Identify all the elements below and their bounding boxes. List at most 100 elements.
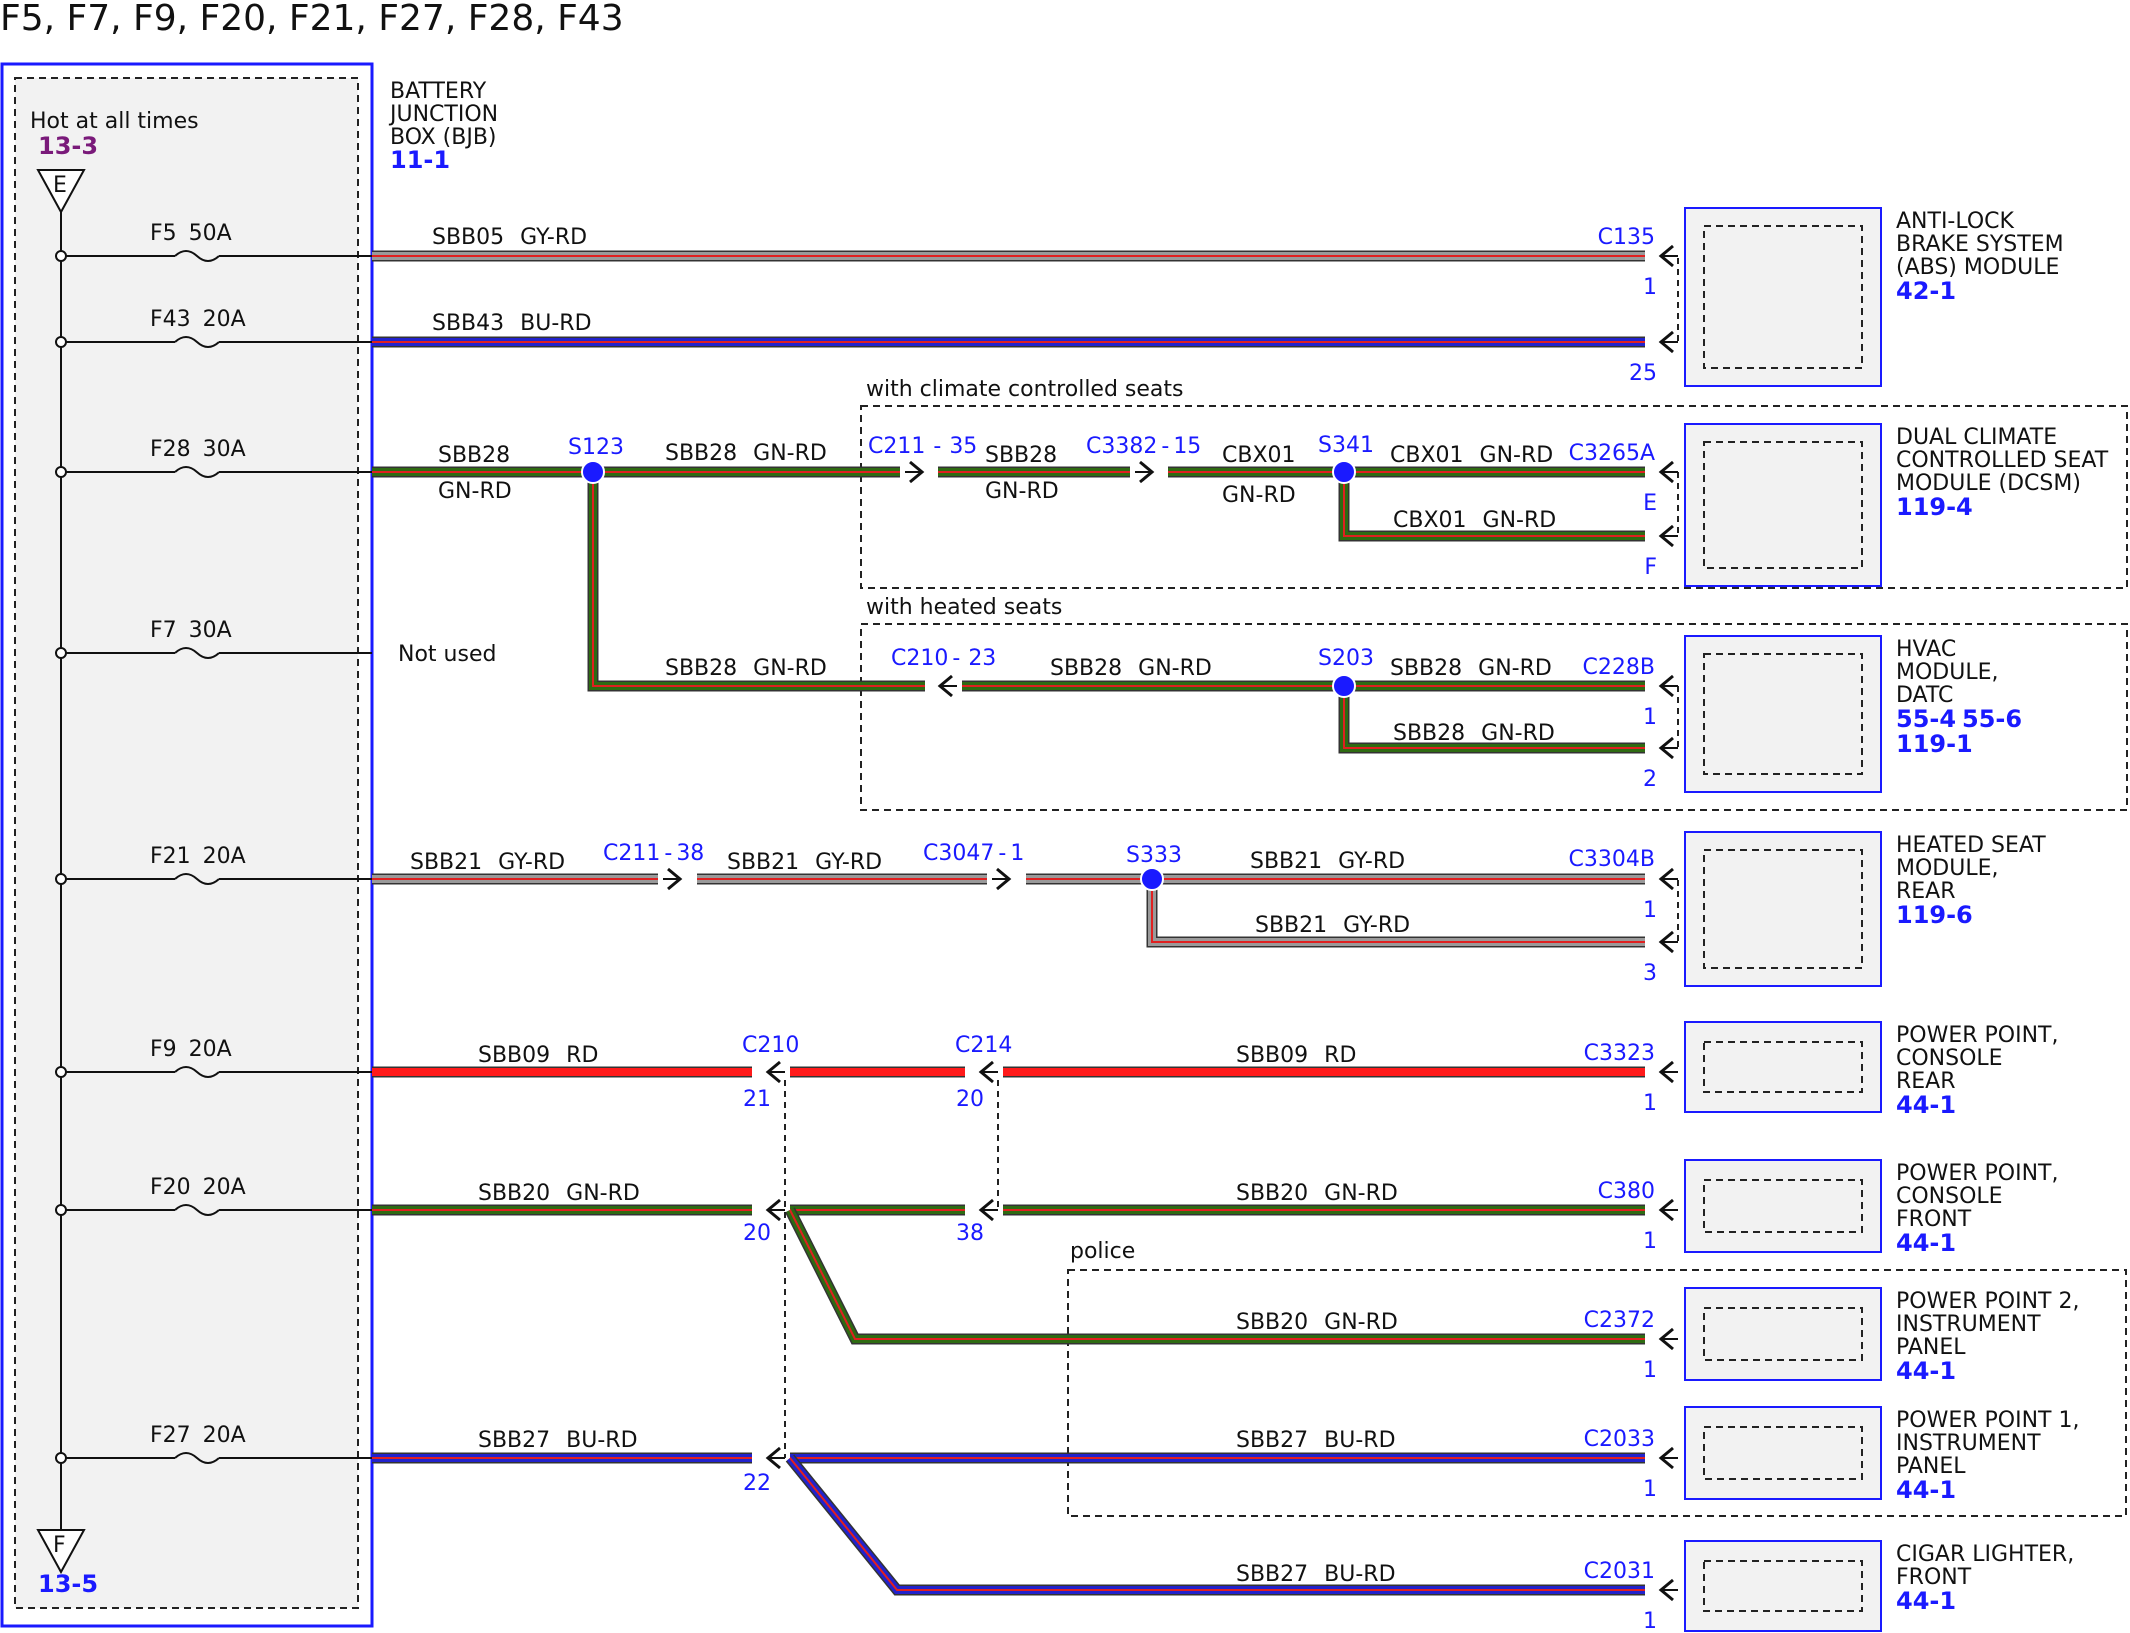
component-name-line: CONSOLE (1896, 1046, 2003, 1071)
option-label-police: police (1070, 1239, 1135, 1264)
component-connector: C3323 (1584, 1041, 1655, 1066)
component-name-line: DUAL CLIMATE (1896, 425, 2057, 450)
arrow-component-pin (1658, 524, 1680, 548)
arrow-c3047-1 (990, 867, 1012, 891)
arrow-component-pin (1658, 1060, 1680, 1084)
component-name-line: FRONT (1896, 1207, 1972, 1232)
bjb-name-line3: BOX (BJB) (390, 125, 497, 150)
splice-s333 (1140, 867, 1164, 891)
arrow-component-pin (1658, 1198, 1680, 1222)
arrow-c211-35 (903, 460, 925, 484)
component-connector: C2372 (1584, 1308, 1655, 1333)
component-pin: 1 (1643, 1609, 1657, 1633)
bottom-ref: 13-5 (38, 1570, 98, 1598)
component-name-line: INSTRUMENT (1896, 1312, 2041, 1337)
connector-link-lines (784, 258, 1679, 1458)
component-pin: E (1643, 491, 1657, 516)
component-name-line: DATC (1896, 683, 1953, 708)
conn-c210-23: C210-23 (891, 646, 996, 671)
arrow-c210-23 (937, 674, 959, 698)
wire-sbb28-e (1338, 686, 1645, 754)
arrow-c3382-15 (1133, 460, 1155, 484)
conn-c210: C210 (742, 1033, 799, 1058)
conn-c214-pin-38: 38 (956, 1221, 984, 1246)
wire-sbb27-c (785, 1454, 1645, 1596)
arrow-component-pin (1658, 736, 1680, 760)
splice-s341 (1332, 460, 1356, 484)
wire-cbx01-b (1338, 472, 1645, 542)
component-pin: 2 (1643, 767, 1657, 792)
svg-text:F: F (53, 1533, 66, 1558)
component-pin: 1 (1643, 1358, 1657, 1383)
component-pin: 1 (1643, 1229, 1657, 1254)
option-label-heated: with heated seats (866, 595, 1062, 620)
component-name-line: INSTRUMENT (1896, 1431, 2041, 1456)
component-connector: C3304B (1569, 847, 1655, 872)
component-name-line: MODULE, (1896, 856, 1999, 881)
component-name-line: HEATED SEAT (1896, 833, 2046, 858)
component-pin: 1 (1643, 275, 1657, 300)
component-name-line: REAR (1896, 879, 1956, 904)
component-pin: 1 (1643, 705, 1657, 730)
arrow-c214-20 (978, 1060, 1000, 1084)
arrow-component-pin (1658, 244, 1680, 268)
svg-text:E: E (53, 173, 67, 198)
wire-sbb28-label-a2: GN-RD (438, 479, 512, 504)
option-box-climate (860, 405, 2128, 589)
hot-at-all-times-label: Hot at all times (30, 109, 199, 134)
arrow-component-pin (1658, 930, 1680, 954)
option-box-police (1067, 1269, 2127, 1517)
conn-c211-38: C211-38 (603, 841, 704, 866)
arrow-component-pin (1658, 460, 1680, 484)
component-connector: C2033 (1584, 1427, 1655, 1452)
component-name-line: POWER POINT, (1896, 1161, 2058, 1186)
component-pin: 1 (1643, 1477, 1657, 1502)
inline-connector-labels: C211-35 C3382-15 C210-23 C211-38 C3047-1… (603, 434, 1201, 1496)
arrow-component-pin (1658, 674, 1680, 698)
splice-s203 (1332, 674, 1356, 698)
splice-points (581, 460, 1356, 891)
component-name-line: PANEL (1896, 1335, 1966, 1360)
conn-c211-35: C211-35 (868, 434, 977, 459)
ground-symbol-f: F (36, 1529, 86, 1575)
wire-cbx01-label-a2: GN-RD (1222, 483, 1296, 508)
component-connector: C3265A (1569, 441, 1655, 466)
component-name-line: (ABS) MODULE (1896, 255, 2059, 280)
conn-c210-pin-22: 22 (743, 1471, 771, 1496)
arrow-c210-22 (765, 1446, 787, 1470)
component-name-line: ANTI-LOCK (1896, 209, 2015, 234)
splice-s333-label: S333 (1126, 843, 1182, 868)
page-title: F5, F7, F9, F20, F21, F27, F28, F43 (0, 0, 624, 39)
component-ref: 119-6 (1896, 901, 1973, 929)
